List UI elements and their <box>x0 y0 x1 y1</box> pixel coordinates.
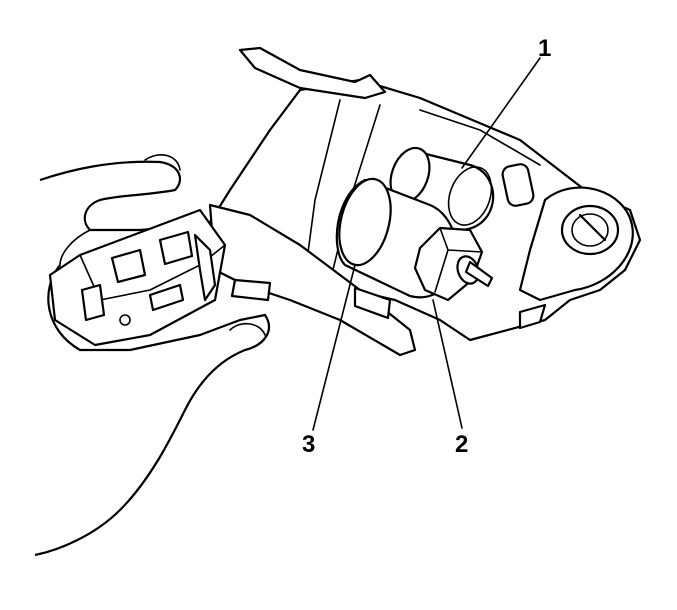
callout-3-label: 3 <box>302 431 315 458</box>
callout-1-leader <box>461 57 541 169</box>
callout-1-label: 1 <box>538 35 551 62</box>
callout-2-leader <box>432 299 463 429</box>
callout-3-leader <box>312 264 356 431</box>
callout-2-label: 2 <box>455 431 468 458</box>
electrical-connector <box>48 208 227 347</box>
pivot-housing <box>501 163 634 330</box>
bracket-arm <box>208 203 417 357</box>
callout-leaders <box>312 57 541 431</box>
component-2-nut <box>413 226 494 302</box>
callout-labels: 1 2 3 <box>302 35 551 458</box>
hand-illustration <box>34 154 270 557</box>
